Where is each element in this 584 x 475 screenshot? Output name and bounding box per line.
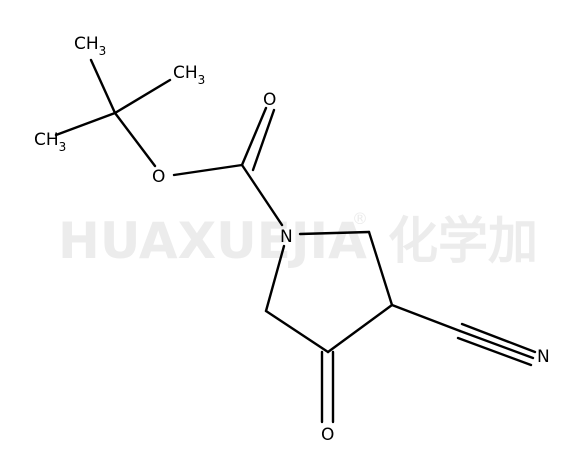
watermark-text: HUAXUEJIA [58, 212, 367, 270]
label-ch3-top: CH3 [74, 34, 106, 58]
bond-carbonyl-c-n [240, 163, 284, 227]
bond-c3-nitrile-c [390, 303, 462, 333]
atom-labels: CH3 CH3 CH3 O O N O N [34, 34, 550, 445]
bond-ester-o-carbonyl-c [172, 163, 244, 177]
bond-ring-c4-c5 [264, 309, 330, 354]
bond-nitrile-triple-2 [458, 329, 535, 360]
bond-ring-c2-c3 [367, 230, 394, 307]
bond-quaternary-c-ch3-left [54, 111, 117, 137]
bond-quaternary-c-ch3-right [113, 78, 172, 115]
bond-ring-c3-c4 [326, 303, 394, 354]
watermark: HUAXUEJIA ® 化学加 [58, 209, 538, 270]
label-carbonyl-oxygen: O [263, 90, 276, 110]
bond-carbonyl-double-1 [240, 106, 268, 167]
bond-nitrile-triple-1 [460, 322, 537, 354]
label-ch3-right: CH3 [173, 63, 205, 87]
bond-ring-c5-n [264, 244, 286, 313]
label-nitrile-nitrogen: N [537, 347, 550, 367]
bond-ring-n-c2 [298, 230, 371, 236]
bond-nitrile-triple-3 [456, 336, 533, 367]
bond-carbonyl-double-2 [251, 108, 276, 172]
label-ring-nitrogen: N [280, 227, 293, 247]
watermark-registered-mark: ® [352, 209, 368, 228]
watermark-chinese-text: 化学加 [388, 212, 538, 270]
label-ester-oxygen: O [152, 167, 165, 187]
bond-quaternary-c-ch3-top [89, 58, 117, 115]
bond-quaternary-c-ester-o [113, 111, 157, 168]
bonds [54, 58, 537, 424]
label-ketone-oxygen: O [321, 425, 334, 445]
label-ch3-left: CH3 [34, 130, 66, 154]
